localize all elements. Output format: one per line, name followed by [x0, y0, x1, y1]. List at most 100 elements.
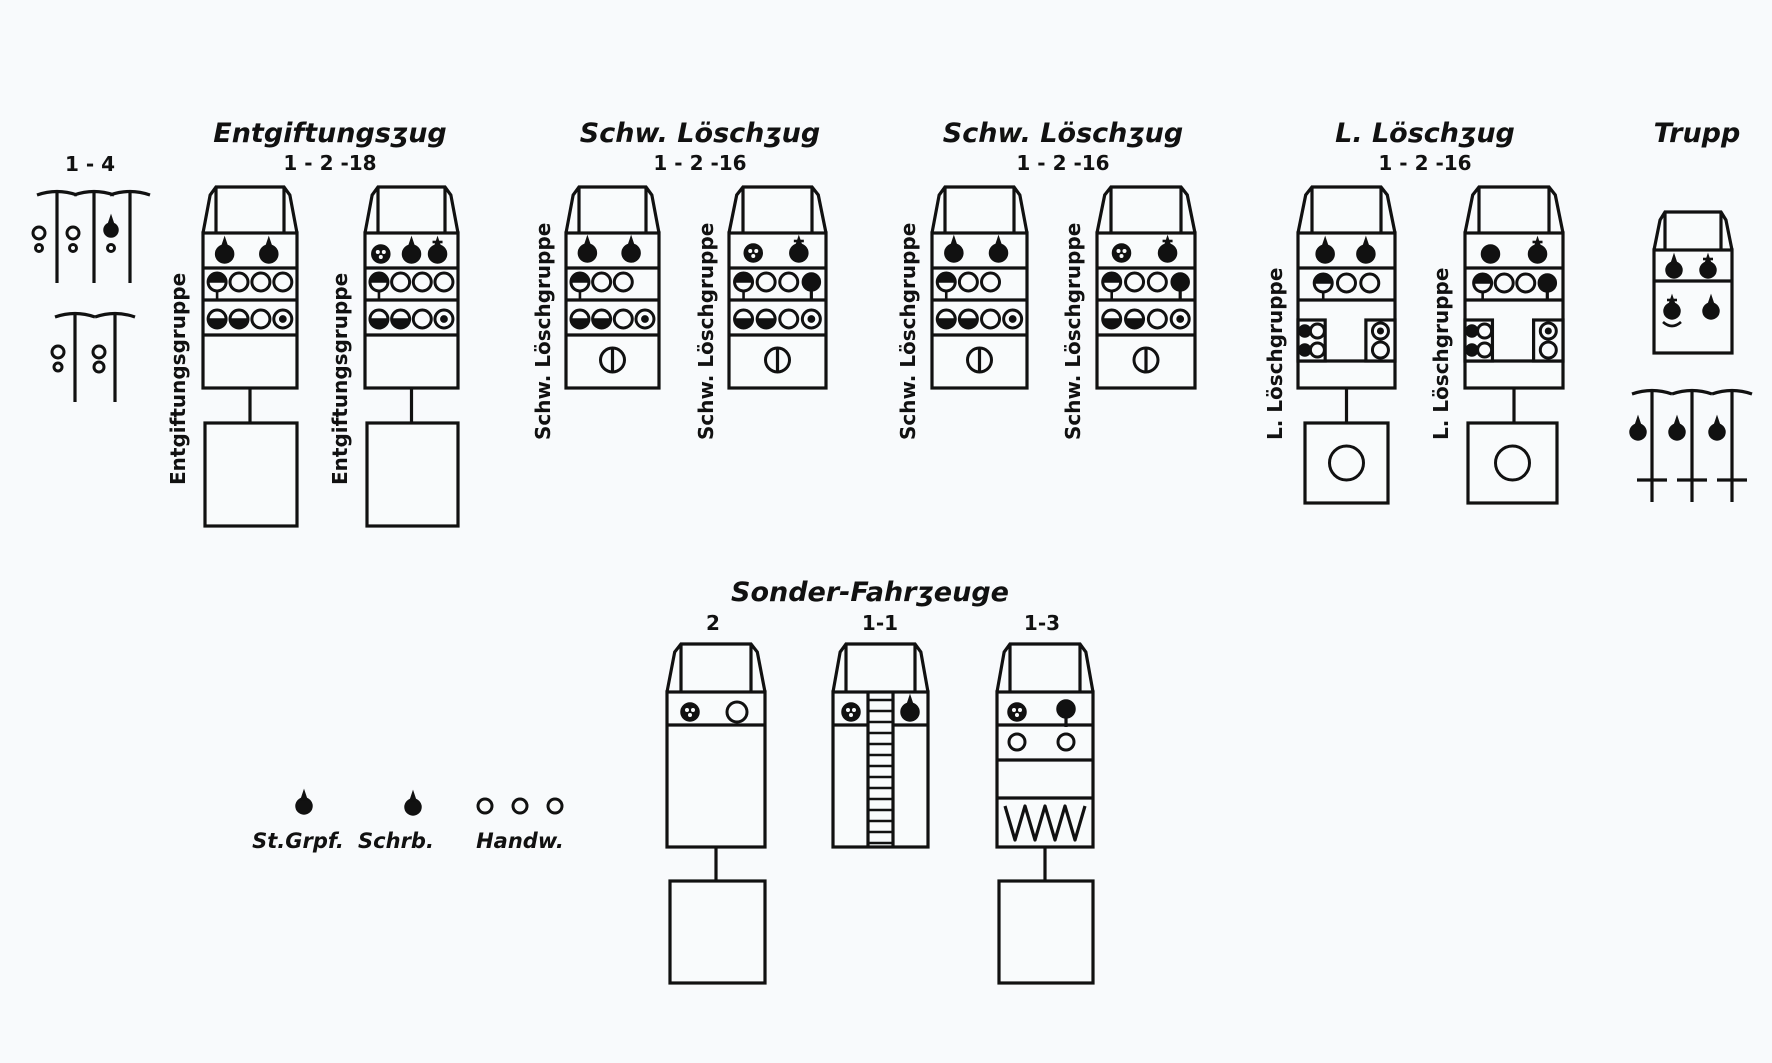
person-dotted-icon [1007, 702, 1027, 722]
person-open-icon [65, 225, 81, 241]
person-half-filled-icon [591, 308, 613, 330]
marker-half [733, 272, 754, 283]
marker-center [807, 315, 816, 323]
pole-head [109, 189, 151, 197]
vehicle-cab [201, 185, 299, 234]
title-trupp: Trupp [1654, 118, 1741, 149]
person-open-icon [778, 271, 800, 293]
vehicle-cab [1463, 185, 1565, 234]
leader-marker-icon [1663, 293, 1681, 320]
marker-stem [264, 235, 273, 248]
label-l-loeschgruppe-1: L. Löschgruppe [1263, 268, 1287, 440]
marker-dot [801, 272, 822, 292]
pole-icon [109, 189, 151, 283]
marker-stem [1712, 414, 1722, 427]
vehicle-trupp [1652, 210, 1734, 355]
hose-roll [1465, 343, 1479, 357]
trailer-box [668, 879, 767, 985]
person-dotted-icon [371, 244, 391, 264]
marker-half [1472, 273, 1493, 284]
person-half-top-icon [368, 271, 390, 299]
marker-stem [1321, 235, 1330, 248]
reel-compartment-icon [1364, 318, 1397, 363]
vehicle-cab [363, 185, 460, 234]
hose-roll [1476, 341, 1494, 359]
person-open-icon [34, 243, 44, 253]
marker-half [733, 318, 754, 329]
pole-head [54, 311, 96, 319]
marker-dot [1056, 699, 1076, 719]
legend: St.Grpf. Schrb. Handw. [252, 829, 564, 853]
person-filled-icon [1315, 235, 1335, 264]
hose-compartment-icon [1296, 318, 1327, 363]
person-open-icon [476, 797, 494, 815]
marker-dot [1111, 243, 1132, 263]
reel-compartment-icon [1531, 318, 1565, 363]
pole-head [1671, 388, 1713, 396]
person-ringed-icon [272, 308, 294, 330]
marker-stem [1706, 293, 1716, 306]
person-dotted-icon [680, 702, 700, 722]
vehicle-sonder-1-3 [995, 642, 1095, 985]
trailer-box [203, 421, 299, 528]
pole-icon [54, 311, 96, 402]
marker-stem [905, 693, 915, 706]
hose-roll [1476, 322, 1494, 340]
person-open-icon [980, 271, 1002, 293]
marker-stem [1633, 414, 1643, 427]
person-half-top-icon [1312, 272, 1334, 300]
person-filled-icon [944, 234, 964, 263]
person-filled-icon [103, 213, 119, 238]
person-filled-icon [1708, 414, 1726, 441]
person-half-filled-icon [206, 308, 228, 330]
marker-hole [846, 708, 850, 712]
label-schw-loeschgruppe-4: Schw. Löschgruppe [1061, 223, 1085, 440]
vehicle-body [995, 690, 1095, 849]
person-open-icon [106, 243, 116, 253]
trailer-pump-icon [1494, 444, 1531, 482]
person-open-icon [725, 700, 749, 724]
person-open-icon [1359, 272, 1381, 294]
strength-foot-troop: 1 - 4 [65, 152, 115, 176]
marker-dot [680, 702, 700, 722]
person-half-top-icon [1101, 271, 1123, 299]
hose-roll [1308, 341, 1326, 359]
marker-center [1376, 327, 1384, 335]
group-titles: Entgiftungsʒug 1 - 2 -18 Schw. Löschʒug … [65, 118, 1740, 635]
person-ringed-icon [1370, 321, 1390, 341]
marker-stem [407, 235, 416, 248]
person-open-icon [272, 271, 294, 293]
person-open-icon [1146, 308, 1168, 330]
ladder-icon [866, 692, 895, 847]
marker-half [369, 318, 389, 329]
person-open-icon [50, 344, 66, 360]
person-filled-icon [401, 235, 422, 264]
person-half-filled-icon [957, 308, 979, 330]
marker-half [570, 318, 590, 329]
title-schw-loeschzug-2: Schw. Löschʒug [943, 118, 1183, 149]
person-dotted-icon [841, 702, 861, 722]
marker-hole [1122, 249, 1127, 253]
person-half-top-icon [206, 271, 228, 299]
marker-half [1101, 272, 1122, 283]
vehicle-cab [995, 642, 1095, 693]
vehicle-cab [1652, 210, 1734, 251]
marker-half [936, 318, 957, 329]
person-open-icon [591, 271, 613, 293]
person-open-icon [1370, 340, 1390, 360]
marker-half [958, 318, 979, 329]
marker-hole [1116, 249, 1121, 253]
title-l-loeschzug: L. Löschʒug [1335, 118, 1515, 149]
marker-half [936, 272, 957, 283]
leader-marker-icon [1699, 252, 1717, 279]
strength-entgiftungszug: 1 - 2 -18 [283, 151, 376, 175]
vehicle-labels: Entgiftungsgruppe Entgiftungsgruppe Schw… [166, 223, 1453, 485]
person-open-icon [957, 271, 979, 293]
marker-hole [1119, 254, 1124, 258]
strength-schw-loeschzug-2: 1 - 2 -16 [1016, 151, 1109, 175]
trailer-box [997, 879, 1095, 985]
marker-dot [1537, 273, 1558, 293]
vehicle-cab [727, 185, 828, 234]
person-open-icon [778, 308, 800, 330]
